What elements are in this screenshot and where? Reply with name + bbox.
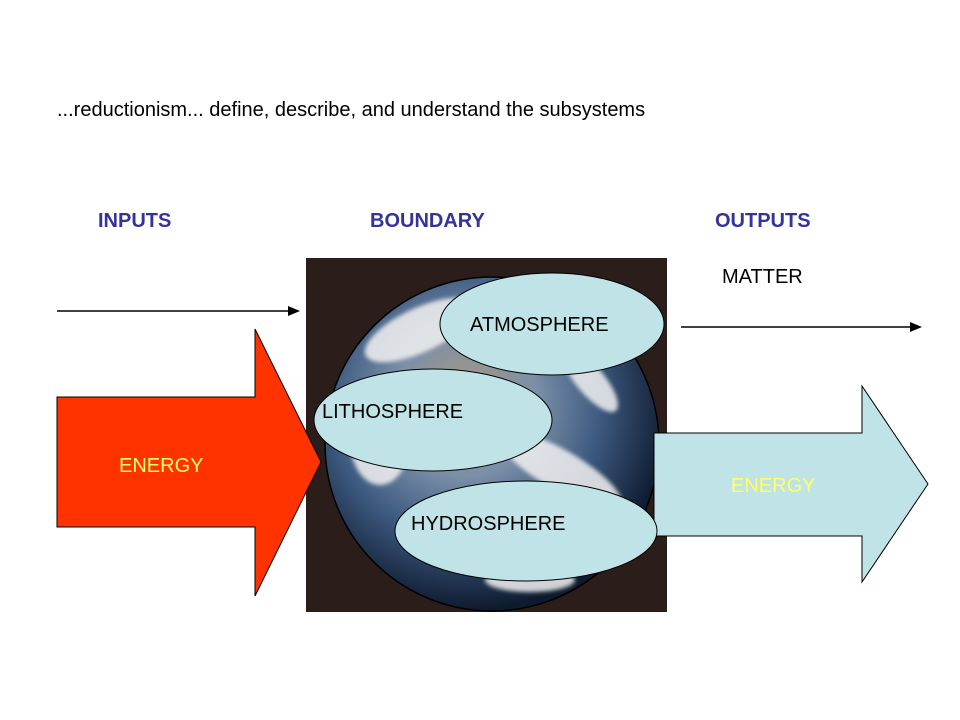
atmosphere-ellipse <box>439 272 665 376</box>
boundary-heading: BOUNDARY <box>370 210 485 232</box>
lithosphere-label: LITHOSPHERE <box>322 401 464 423</box>
subtitle: ...reductionism... define, describe, and… <box>57 99 646 121</box>
lithosphere-ellipse <box>313 368 553 472</box>
energy-in-label: ENERGY <box>119 455 204 477</box>
energy-in-arrow <box>56 328 322 597</box>
matter-label: MATTER <box>722 266 803 288</box>
output-matter-arrow <box>681 322 922 332</box>
energy-out-arrow <box>653 384 929 584</box>
input-matter-arrow <box>57 306 300 316</box>
atmosphere-label: ATMOSPHERE <box>470 314 609 336</box>
hydrosphere-ellipse <box>394 480 658 582</box>
energy-out-label: ENERGY <box>731 475 816 497</box>
hydrosphere-label: HYDROSPHERE <box>411 513 566 535</box>
outputs-heading: OUTPUTS <box>715 210 811 232</box>
inputs-heading: INPUTS <box>98 210 172 232</box>
